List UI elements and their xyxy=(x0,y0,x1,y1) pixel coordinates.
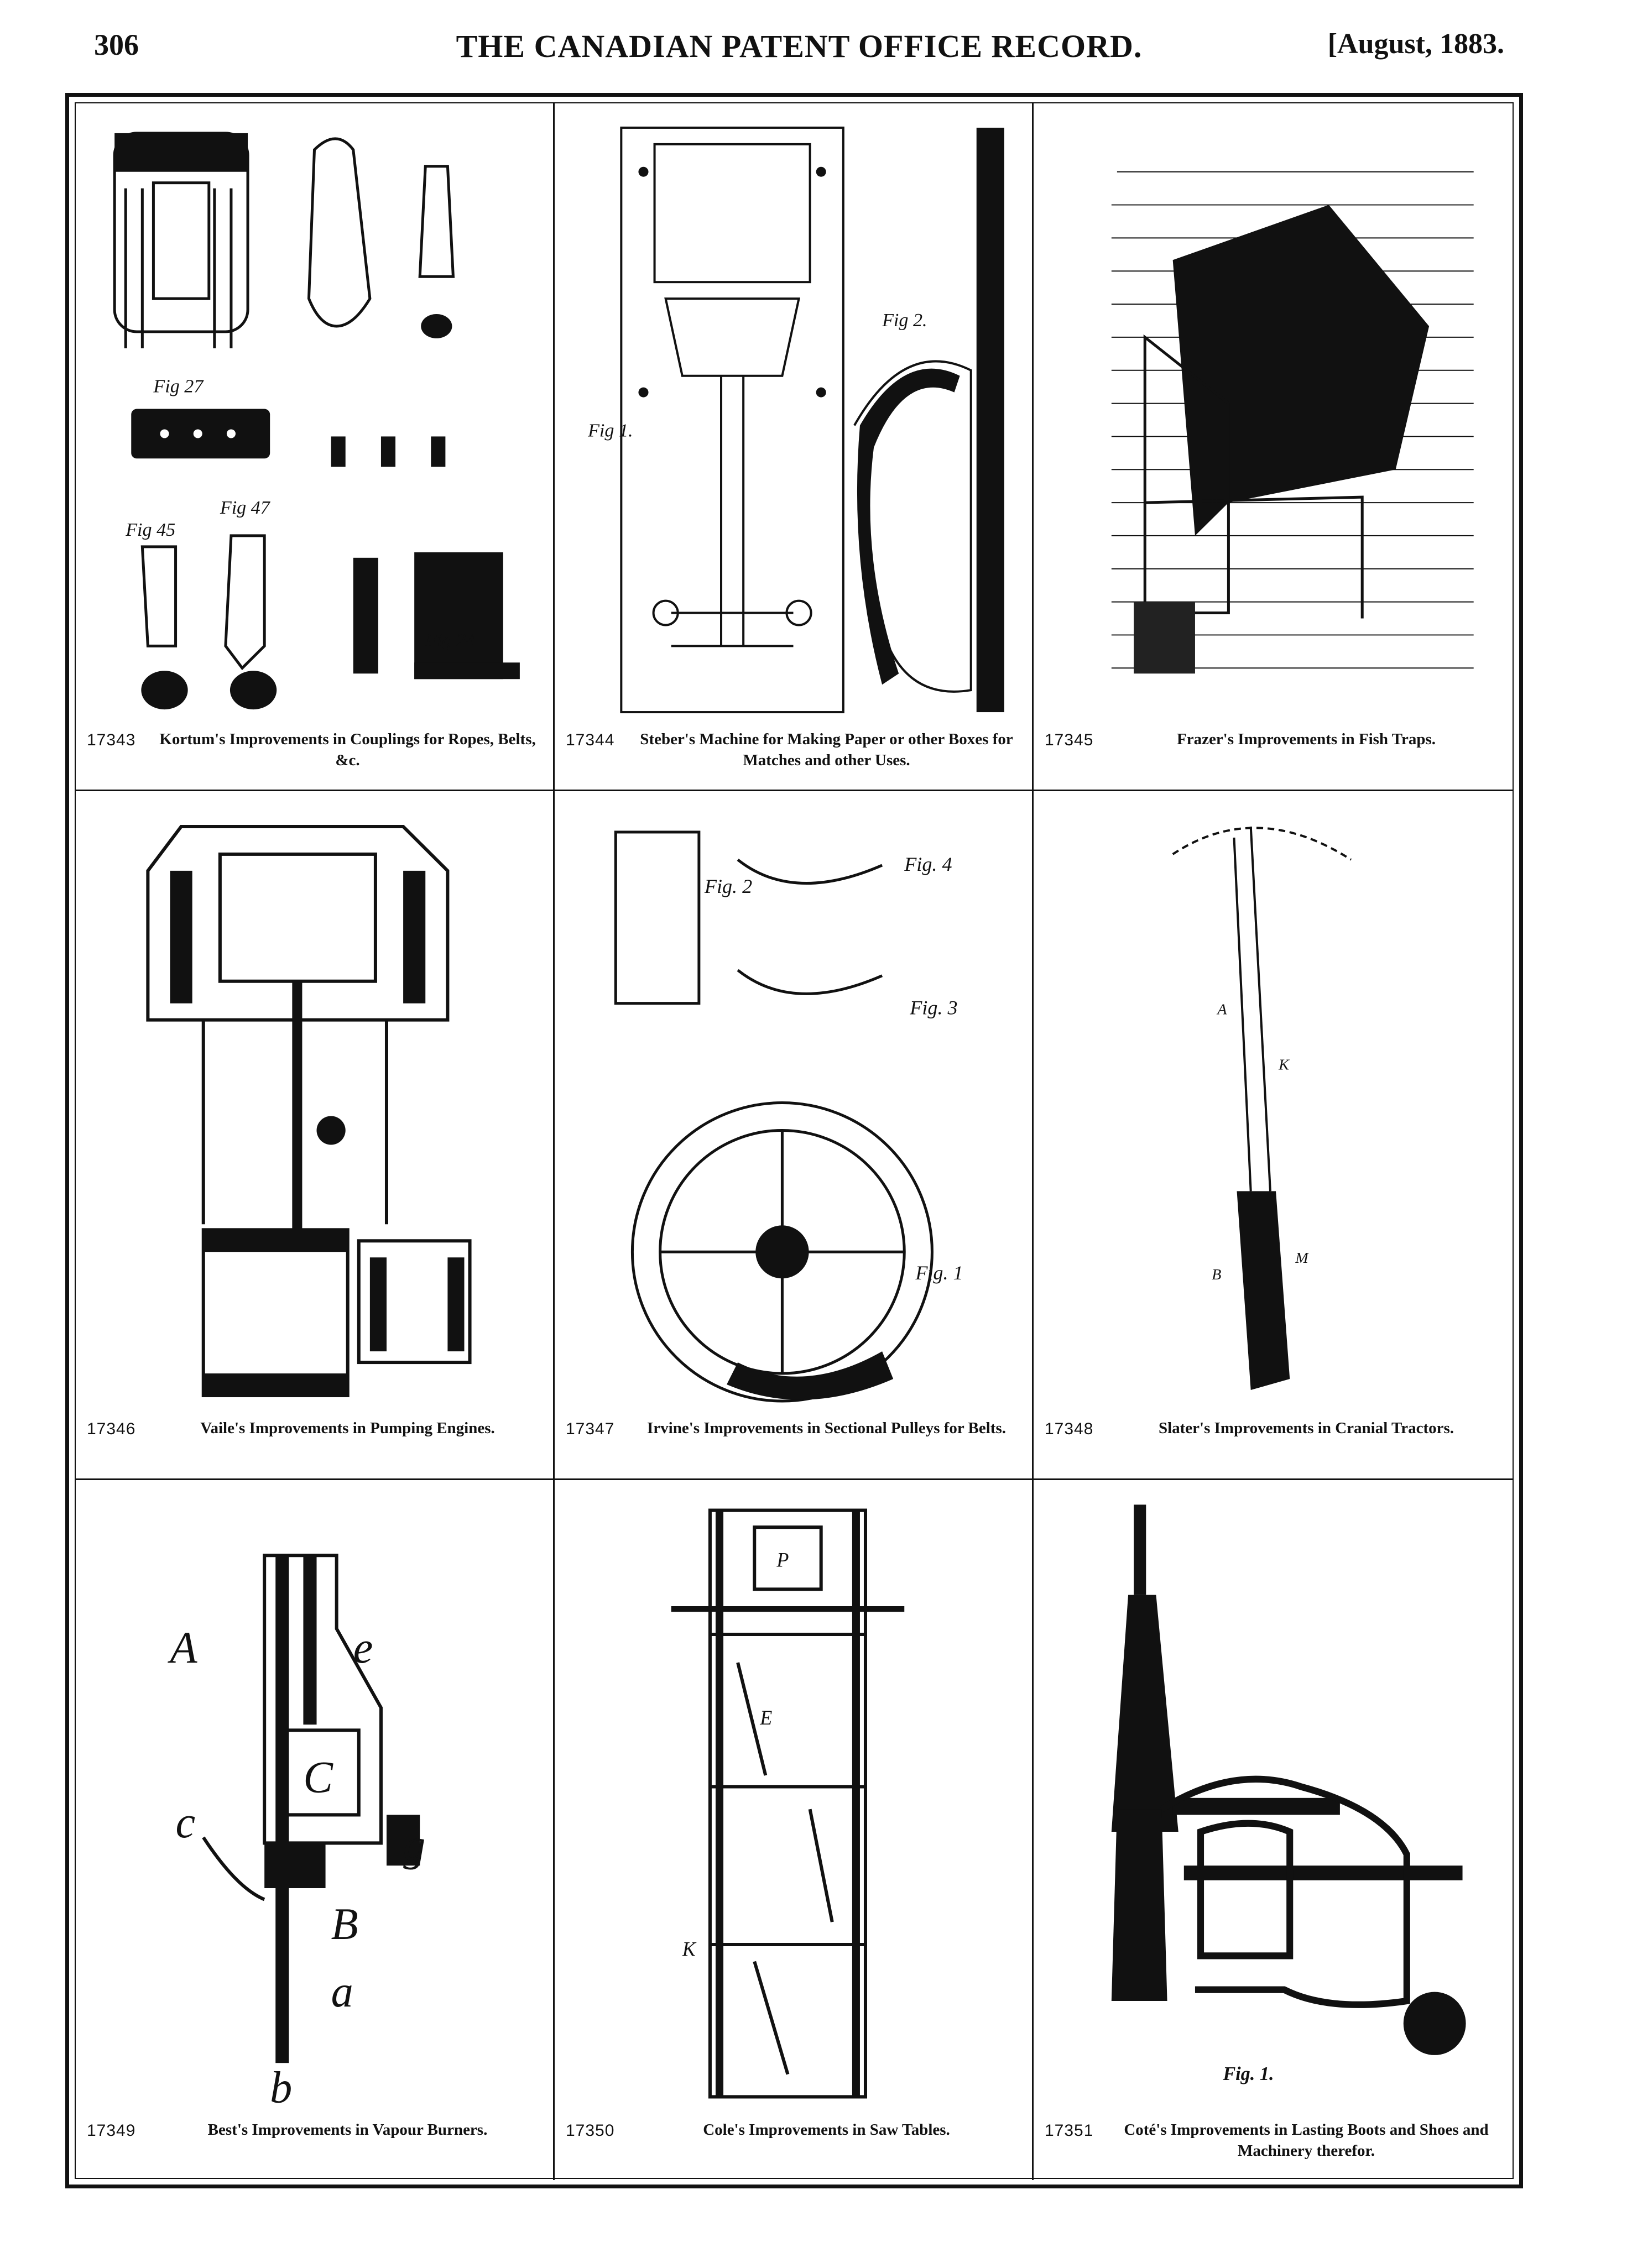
vapour-burner-drawing: A e C c g B a b xyxy=(168,1554,425,2113)
fig-label: Fig 45 xyxy=(125,520,175,540)
patent-drawing: A e C c g B a b xyxy=(92,1493,536,2114)
fish-trap-drawing xyxy=(1111,171,1474,674)
pulley-drawing: Fig. 2 Fig. 3 Fig. 4 Fig. 1 xyxy=(614,830,963,1403)
fig-label: Fig 27 xyxy=(153,377,204,397)
saw-table-drawing: P K E xyxy=(671,1508,905,2099)
patent-caption: 17350 Cole's Improvements in Saw Tables. xyxy=(566,2119,1021,2170)
fig-label: Fig. 1 xyxy=(915,1262,963,1284)
part-label: E xyxy=(759,1707,772,1729)
patent-title: Best's Improvements in Vapour Burners. xyxy=(207,2121,488,2139)
part-label: B xyxy=(331,1899,358,1949)
part-label: a xyxy=(331,1967,353,2017)
part-label: B xyxy=(1212,1266,1221,1283)
patent-cell-17344: Fig 1. Fig 2. 17344 Steber's Machine for… xyxy=(555,103,1034,791)
fig-label: Fig 1. xyxy=(587,421,633,441)
patent-cell-17348: A K B M 17348 Slater's Improvements in C… xyxy=(1034,791,1513,1480)
patent-number: 17351 xyxy=(1045,2121,1094,2140)
patent-title: Kortum's Improvements in Couplings for R… xyxy=(159,730,536,769)
part-label: M xyxy=(1295,1250,1309,1267)
patent-number: 17345 xyxy=(1045,731,1094,749)
patent-title: Cole's Improvements in Saw Tables. xyxy=(703,2121,950,2139)
patent-cell-17345: 17345 Frazer's Improvements in Fish Trap… xyxy=(1034,103,1513,791)
part-label: c xyxy=(176,1797,196,1848)
patent-drawing: Fig 1. Fig 2. xyxy=(571,117,1015,723)
patent-number: 17349 xyxy=(87,2121,136,2140)
patent-title: Frazer's Improvements in Fish Traps. xyxy=(1176,730,1436,748)
page-header: 306 THE CANADIAN PATENT OFFICE RECORD. [… xyxy=(94,28,1504,72)
patent-caption: 17346 Vaile's Improvements in Pumping En… xyxy=(87,1418,542,1469)
fig-label: Fig. 3 xyxy=(909,997,957,1019)
fig-label: Fig 2. xyxy=(882,310,927,331)
patent-drawing: Fig 27 Fig 45 Fig 47 Fig 24 xyxy=(92,117,536,723)
coupling-drawing: Fig 27 Fig 45 Fig 47 Fig 24 xyxy=(113,132,520,710)
fig-label: Fig. 4 xyxy=(904,853,952,875)
patent-grid: Fig 27 Fig 45 Fig 47 Fig 24 17343 Kortum… xyxy=(76,103,1513,2180)
inner-border: Fig 27 Fig 45 Fig 47 Fig 24 17343 Kortum… xyxy=(75,102,1514,2180)
patent-caption: 17343 Kortum's Improvements in Couplings… xyxy=(87,729,542,780)
patent-number: 17348 xyxy=(1045,1420,1094,1438)
patent-caption: 17348 Slater's Improvements in Cranial T… xyxy=(1045,1418,1501,1469)
patent-caption: 17345 Frazer's Improvements in Fish Trap… xyxy=(1045,729,1501,780)
patent-cell-17343: Fig 27 Fig 45 Fig 47 Fig 24 17343 Kortum… xyxy=(76,103,555,791)
patent-title: Slater's Improvements in Cranial Tractor… xyxy=(1158,1419,1454,1437)
patent-number: 17350 xyxy=(566,2121,615,2140)
patent-caption: 17351 Coté's Improvements in Lasting Boo… xyxy=(1045,2119,1501,2170)
patent-cell-17347: Fig. 2 Fig. 3 Fig. 4 Fig. 1 17347 Irvine… xyxy=(555,791,1034,1480)
part-label: K xyxy=(1278,1057,1290,1074)
fig-label: Fig. 2 xyxy=(704,875,752,897)
part-label: C xyxy=(303,1752,333,1802)
patent-drawing xyxy=(92,804,536,1412)
part-label: P xyxy=(776,1549,789,1571)
part-label: e xyxy=(353,1622,373,1673)
patent-number: 17344 xyxy=(566,731,615,749)
lasting-machine-drawing: Fig. 1. xyxy=(1111,1504,1466,2084)
patent-caption: 17344 Steber's Machine for Making Paper … xyxy=(566,729,1021,780)
pumping-engine-drawing xyxy=(146,824,472,1398)
issue-date: [August, 1883. xyxy=(1327,28,1504,60)
box-machine-drawing: Fig 1. Fig 2. xyxy=(587,126,1004,714)
patent-cell-17349: A e C c g B a b 17349 Best's Improvement xyxy=(76,1480,555,2180)
patent-drawing xyxy=(1050,117,1496,723)
patent-caption: 17349 Best's Improvements in Vapour Burn… xyxy=(87,2119,542,2170)
patent-number: 17347 xyxy=(566,1420,615,1438)
journal-title: THE CANADIAN PATENT OFFICE RECORD. xyxy=(456,28,1143,64)
patent-title: Vaile's Improvements in Pumping Engines. xyxy=(200,1419,495,1437)
page-frame: Fig 27 Fig 45 Fig 47 Fig 24 17343 Kortum… xyxy=(65,93,1523,2188)
patent-cell-17350: P K E 17350 Cole's Improvements in Saw T… xyxy=(555,1480,1034,2180)
patent-number: 17346 xyxy=(87,1420,136,1438)
part-label: A xyxy=(1216,1001,1227,1018)
patent-drawing: P K E xyxy=(571,1493,1015,2114)
fig-label: Fig 24 xyxy=(425,630,475,650)
part-label: b xyxy=(270,2062,292,2113)
patent-drawing: Fig. 1. xyxy=(1050,1493,1496,2114)
part-label: g xyxy=(403,1820,425,1870)
fig-label: Fig 47 xyxy=(220,498,271,518)
patent-title: Irvine's Improvements in Sectional Pulle… xyxy=(647,1419,1006,1437)
patent-cell-17351: Fig. 1. 17351 Coté's Improvements in Las… xyxy=(1034,1480,1513,2180)
patent-caption: 17347 Irvine's Improvements in Sectional… xyxy=(566,1418,1021,1469)
patent-title: Steber's Machine for Making Paper or oth… xyxy=(640,730,1013,769)
patent-cell-17346: 17346 Vaile's Improvements in Pumping En… xyxy=(76,791,555,1480)
patent-drawing: A K B M xyxy=(1050,804,1496,1412)
page-number: 306 xyxy=(94,28,139,61)
cranial-tractor-drawing: A K B M xyxy=(1172,826,1352,1391)
part-label: K xyxy=(682,1938,697,1960)
patent-drawing: Fig. 2 Fig. 3 Fig. 4 Fig. 1 xyxy=(571,804,1015,1412)
fig-label: Fig. 1. xyxy=(1222,2063,1274,2084)
part-label: A xyxy=(168,1622,198,1673)
patent-number: 17343 xyxy=(87,731,136,749)
patent-title: Coté's Improvements in Lasting Boots and… xyxy=(1124,2121,1489,2160)
